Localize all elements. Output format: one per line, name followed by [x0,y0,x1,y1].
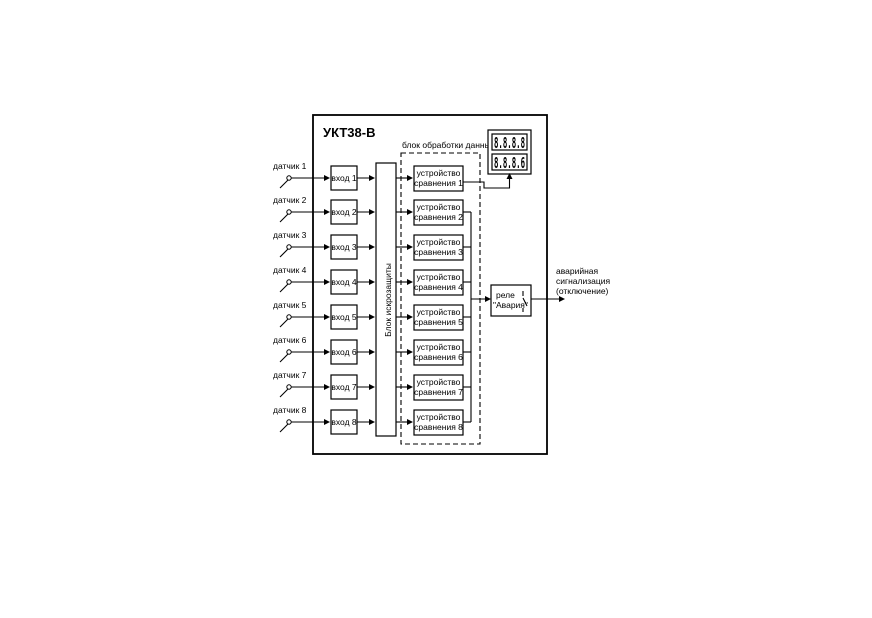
comparator-box [413,269,464,296]
sensor-label: датчик 5 [273,300,307,310]
input-label: вход 7 [331,382,357,392]
comparator-label-line1: устройство [417,377,461,387]
spark-protection-block [375,162,397,437]
sensor-probe-icon [279,179,289,189]
sensor-terminal-icon [286,244,292,250]
input-label: вход 2 [331,207,357,217]
comparator-label-line1: устройство [417,342,461,352]
comparator-label-line2: сравнения 1 [414,178,463,188]
display-link-wire [463,173,513,189]
relay-contact-icon [522,291,528,312]
input-label: вход 5 [331,312,357,322]
comparator-label-line1: устройство [417,202,461,212]
comparator-label-line1: устройство [417,412,461,422]
comparator-box [413,374,464,401]
input-box [330,409,358,435]
input-label: вход 3 [331,242,357,252]
sensor-terminal-icon [286,209,292,215]
comparator-box [413,339,464,366]
sensor-terminal-icon [286,419,292,425]
comparator-label-line2: сравнения 4 [414,282,463,292]
comparator-box [413,304,464,331]
input-label: вход 6 [331,347,357,357]
input-box [330,374,358,400]
input-label: вход 8 [331,417,357,427]
comparator-box [413,199,464,226]
data-processing-label: блок обработки данных [402,140,496,150]
input-label: вход 1 [331,173,357,183]
comparator-label-line2: сравнения 7 [414,387,463,397]
display-row-2-frame [491,153,528,171]
comparator-label-line1: устройство [417,307,461,317]
input-box [330,234,358,260]
comparator-label-line2: сравнения 6 [414,352,463,362]
spark-protection-label: Блок искрозащиты [383,263,393,337]
device-frame [312,114,548,455]
display-row-1-frame [491,133,528,151]
sensor-probe-icon [279,353,289,363]
comparator-label-line1: устройство [417,237,461,247]
relay-label-line2: "Авария" [493,300,528,310]
output-label-line3: (отключение) [556,286,609,296]
display-row-1: 8.8.8.8 [494,134,525,152]
sensor-probe-icon [279,213,289,223]
output-label-line2: сигнализация [556,276,610,286]
comparator-label-line1: устройство [417,168,461,178]
sensor-label: датчик 7 [273,370,307,380]
sensor-probe-icon [279,283,289,293]
sensor-terminal-icon [286,175,292,181]
input-label: вход 4 [331,277,357,287]
sensor-terminal-icon [286,384,292,390]
comparator-box [413,165,464,192]
sensor-probe-icon [279,423,289,433]
sensor-terminal-icon [286,349,292,355]
sensor-label: датчик 8 [273,405,307,415]
sensor-terminal-icon [286,314,292,320]
comparator-label-line2: сравнения 5 [414,317,463,327]
sensor-probe-icon [279,318,289,328]
comparator-label-line1: устройство [417,272,461,282]
sensor-label: датчик 2 [273,195,307,205]
output-label-line1: аварийная [556,266,599,276]
sensor-probe-icon [279,388,289,398]
display-row-2: 8.8.8.6 [494,154,525,172]
sensor-label: датчик 1 [273,161,307,171]
comparator-box [413,409,464,436]
comparator-label-line2: сравнения 3 [414,247,463,257]
sensor-probe-icon [279,248,289,258]
relay-label-line1: реле [496,290,515,300]
comparator-label-line2: сравнения 2 [414,212,463,222]
sensor-label: датчик 3 [273,230,307,240]
sensor-label: датчик 6 [273,335,307,345]
device-title: УКТ38-В [323,125,375,140]
comparator-box [413,234,464,261]
comparator-label-line2: сравнения 8 [414,422,463,432]
input-box [330,339,358,365]
sensor-terminal-icon [286,279,292,285]
sensor-label: датчик 4 [273,265,307,275]
input-box [330,304,358,330]
